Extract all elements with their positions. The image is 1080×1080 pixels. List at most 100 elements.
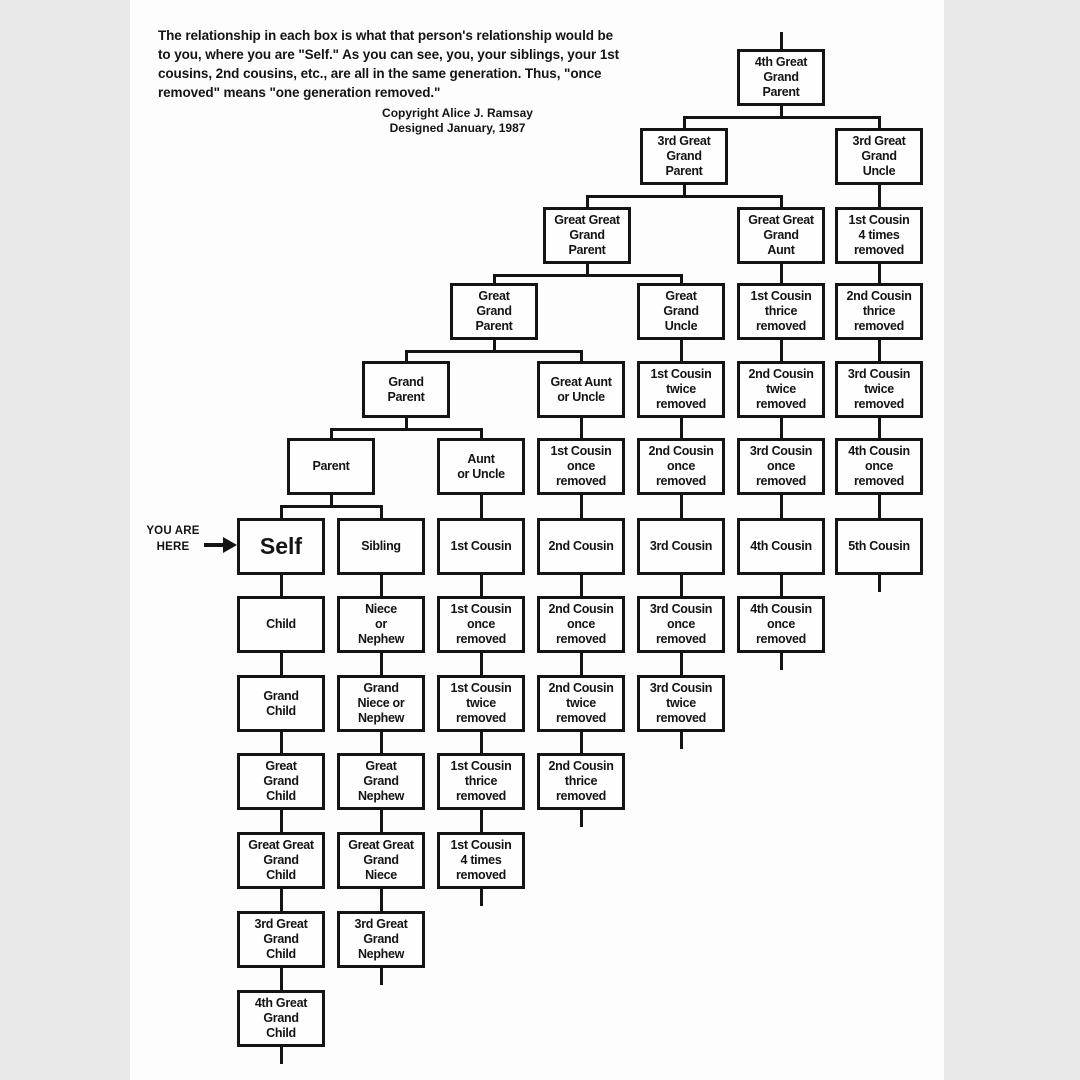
connector-line — [380, 810, 383, 832]
connector-line — [380, 506, 383, 518]
relationship-box-label: once — [865, 459, 893, 473]
relationship-box-label: thrice — [464, 774, 498, 788]
relationship-box-label: Grand — [763, 70, 799, 84]
relationship-box-label: Grand — [666, 149, 702, 163]
connector-line — [878, 495, 881, 518]
relationship-box-label: Grand — [263, 774, 299, 788]
connector-line — [683, 117, 686, 128]
relationship-box-label: removed — [555, 632, 606, 646]
connector-line — [680, 418, 683, 438]
connector-line — [380, 732, 383, 753]
connector-line — [780, 418, 783, 438]
relationship-box-label: 1st Cousin — [450, 838, 512, 852]
relationship-box-label: removed — [455, 711, 506, 725]
relationship-box-parent: Parent — [287, 438, 375, 495]
relationship-box-label: 4th Cousin — [750, 539, 812, 553]
relationship-box-label: Nephew — [357, 711, 405, 725]
relationship-box-label: removed — [755, 397, 806, 411]
you-are-here-arrowhead-icon — [223, 537, 237, 553]
connector-line — [780, 495, 783, 518]
relationship-box-label: removed — [555, 789, 606, 803]
connector-line — [330, 429, 333, 438]
relationship-box-label: Child — [266, 617, 296, 631]
relationship-box-label: Niece — [365, 602, 397, 616]
relationship-box-label: removed — [455, 632, 506, 646]
connector-line — [280, 732, 283, 753]
connector-line — [280, 968, 283, 990]
relationship-box-label: Nephew — [357, 632, 405, 646]
relationship-box-label: Child — [266, 789, 296, 803]
relationship-box-label: 5th Cousin — [848, 539, 910, 553]
connector-line — [405, 350, 583, 353]
relationship-box-label: Grand — [663, 304, 699, 318]
relationship-box-label: Self — [259, 533, 303, 559]
relationship-box-label: Child — [266, 1026, 296, 1040]
relationship-box-label: Grand — [363, 932, 399, 946]
relationship-box-label: Great Great — [554, 213, 620, 227]
relationship-box-label: 4 times — [460, 853, 502, 867]
relationship-box-label: once — [667, 617, 695, 631]
connector-line — [780, 264, 783, 283]
relationship-box-label: Child — [266, 703, 296, 718]
relationship-box-label: removed — [655, 632, 706, 646]
connector-line — [380, 575, 383, 596]
connector-line — [330, 428, 483, 431]
relationship-box-label: removed — [655, 474, 706, 488]
relationship-box-label: twice — [466, 696, 496, 710]
relationship-box-label: Great Great — [248, 838, 314, 852]
connector-line — [580, 495, 583, 518]
relationship-box-label: 1st Cousin — [750, 289, 812, 303]
relationship-box-label: Great — [478, 289, 510, 303]
relationship-box-label: once — [467, 617, 495, 631]
relationship-box-label: 2nd Cousin — [548, 539, 614, 553]
connector-line — [680, 495, 683, 518]
relationship-box-label: or Uncle — [457, 466, 505, 481]
relationship-box-label: once — [567, 459, 595, 473]
relationship-box-label: Sibling — [361, 539, 401, 553]
relationship-box-label: 2nd Cousin — [548, 602, 614, 616]
copyright-line: Copyright Alice J. Ramsay — [382, 106, 533, 120]
connector-line — [680, 575, 683, 596]
relationship-box-label: 4th Great — [754, 55, 808, 69]
relationship-box-label: removed — [755, 474, 806, 488]
copyright-credit: Copyright Alice J. Ramsay Designed Janua… — [330, 106, 585, 136]
connector-line — [480, 495, 483, 518]
relationship-box-label: 3rd Cousin — [847, 367, 911, 381]
relationship-box-label: thrice — [764, 304, 798, 318]
relationship-box-label: Grand — [861, 149, 897, 163]
relationship-box-label: 1st Cousin — [450, 759, 512, 773]
connector-line — [580, 810, 583, 827]
connector-line — [780, 340, 783, 361]
relationship-box-label: 3rd Cousin — [649, 681, 713, 695]
relationship-box-label: 1st Cousin — [650, 367, 712, 381]
relationship-box-label: removed — [853, 397, 904, 411]
relationship-box-label: Great — [665, 289, 697, 303]
connector-line — [580, 351, 583, 361]
relationship-box-label: Grand — [476, 304, 512, 318]
relationship-box-c3: 3rd Cousin — [637, 518, 725, 575]
connector-line — [680, 653, 683, 675]
relationship-box-label: 2nd Cousin — [648, 444, 714, 458]
connector-line — [280, 810, 283, 832]
connector-line — [580, 418, 583, 438]
connector-line — [680, 732, 683, 749]
connector-line — [280, 889, 283, 911]
connector-line — [878, 264, 881, 283]
relationship-box-label: Grand — [363, 853, 399, 867]
connector-line — [680, 275, 683, 283]
